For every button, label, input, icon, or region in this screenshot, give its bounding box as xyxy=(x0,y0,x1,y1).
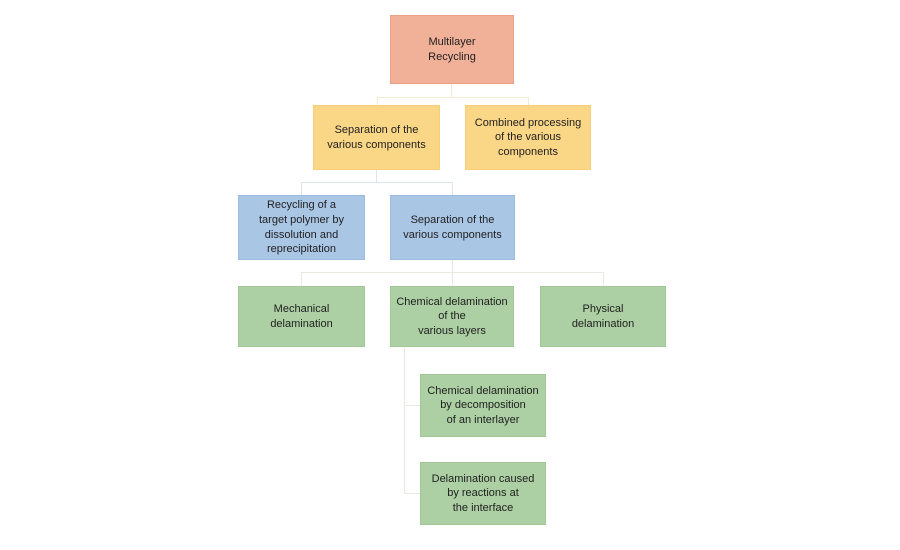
node-recycling-target-polymer: Recycling of a target polymer by dissolu… xyxy=(238,195,365,260)
connector-separation1-stem xyxy=(376,170,377,182)
connector-separation2-stem xyxy=(452,260,453,272)
connector-drop-mechanical xyxy=(301,272,302,286)
node-separation-components-2: Separation of the various components xyxy=(390,195,515,260)
connector-drop-separation-2 xyxy=(452,182,453,195)
connector-drop-chemical-layers xyxy=(452,272,453,286)
connector-drop-recycling-target xyxy=(301,182,302,195)
connector-drop-separation-1 xyxy=(377,97,378,106)
node-separation-components-1: Separation of the various components xyxy=(313,105,440,170)
node-multilayer-recycling: Multilayer Recycling xyxy=(390,15,514,84)
connector-stub-delamination-reactions xyxy=(404,493,420,494)
connector-drop-combined-processing xyxy=(528,97,529,106)
node-physical-delamination: Physical delamination xyxy=(540,286,666,347)
connector-multilayer-crossbar xyxy=(377,97,529,98)
connector-separation1-crossbar xyxy=(301,182,453,183)
node-combined-processing: Combined processing of the various compo… xyxy=(465,105,591,170)
node-chemical-delamination-interlayer: Chemical delamination by decomposition o… xyxy=(420,374,546,437)
connector-multilayer-stem xyxy=(451,84,452,97)
node-mechanical-delamination: Mechanical delamination xyxy=(238,286,365,347)
node-delamination-reactions-interface: Delamination caused by reactions at the … xyxy=(420,462,546,525)
connector-drop-physical xyxy=(603,272,604,286)
connector-chemical-hanging-stem xyxy=(404,347,405,493)
connector-stub-chemical-interlayer xyxy=(404,405,420,406)
node-chemical-delamination-layers: Chemical delamination of the various lay… xyxy=(390,286,514,347)
